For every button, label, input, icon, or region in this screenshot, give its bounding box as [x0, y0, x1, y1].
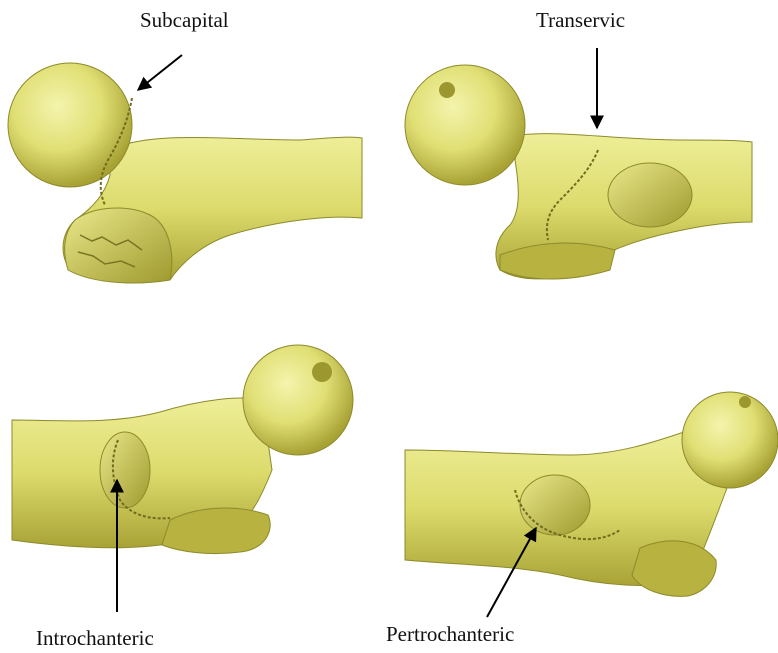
label-transervic: Transervic: [536, 10, 625, 31]
label-pertrochanteric: Pertrochanteric: [386, 624, 514, 645]
femur-transervic: [405, 65, 752, 279]
femur-subcapital: [8, 63, 362, 283]
label-introchanteric: Introchanteric: [36, 628, 154, 649]
femur-introchanteric: [12, 345, 353, 554]
arrow-subcapital: [138, 55, 182, 90]
femur-pertrochanteric: [405, 392, 778, 596]
label-subcapital: Subcapital: [140, 10, 229, 31]
